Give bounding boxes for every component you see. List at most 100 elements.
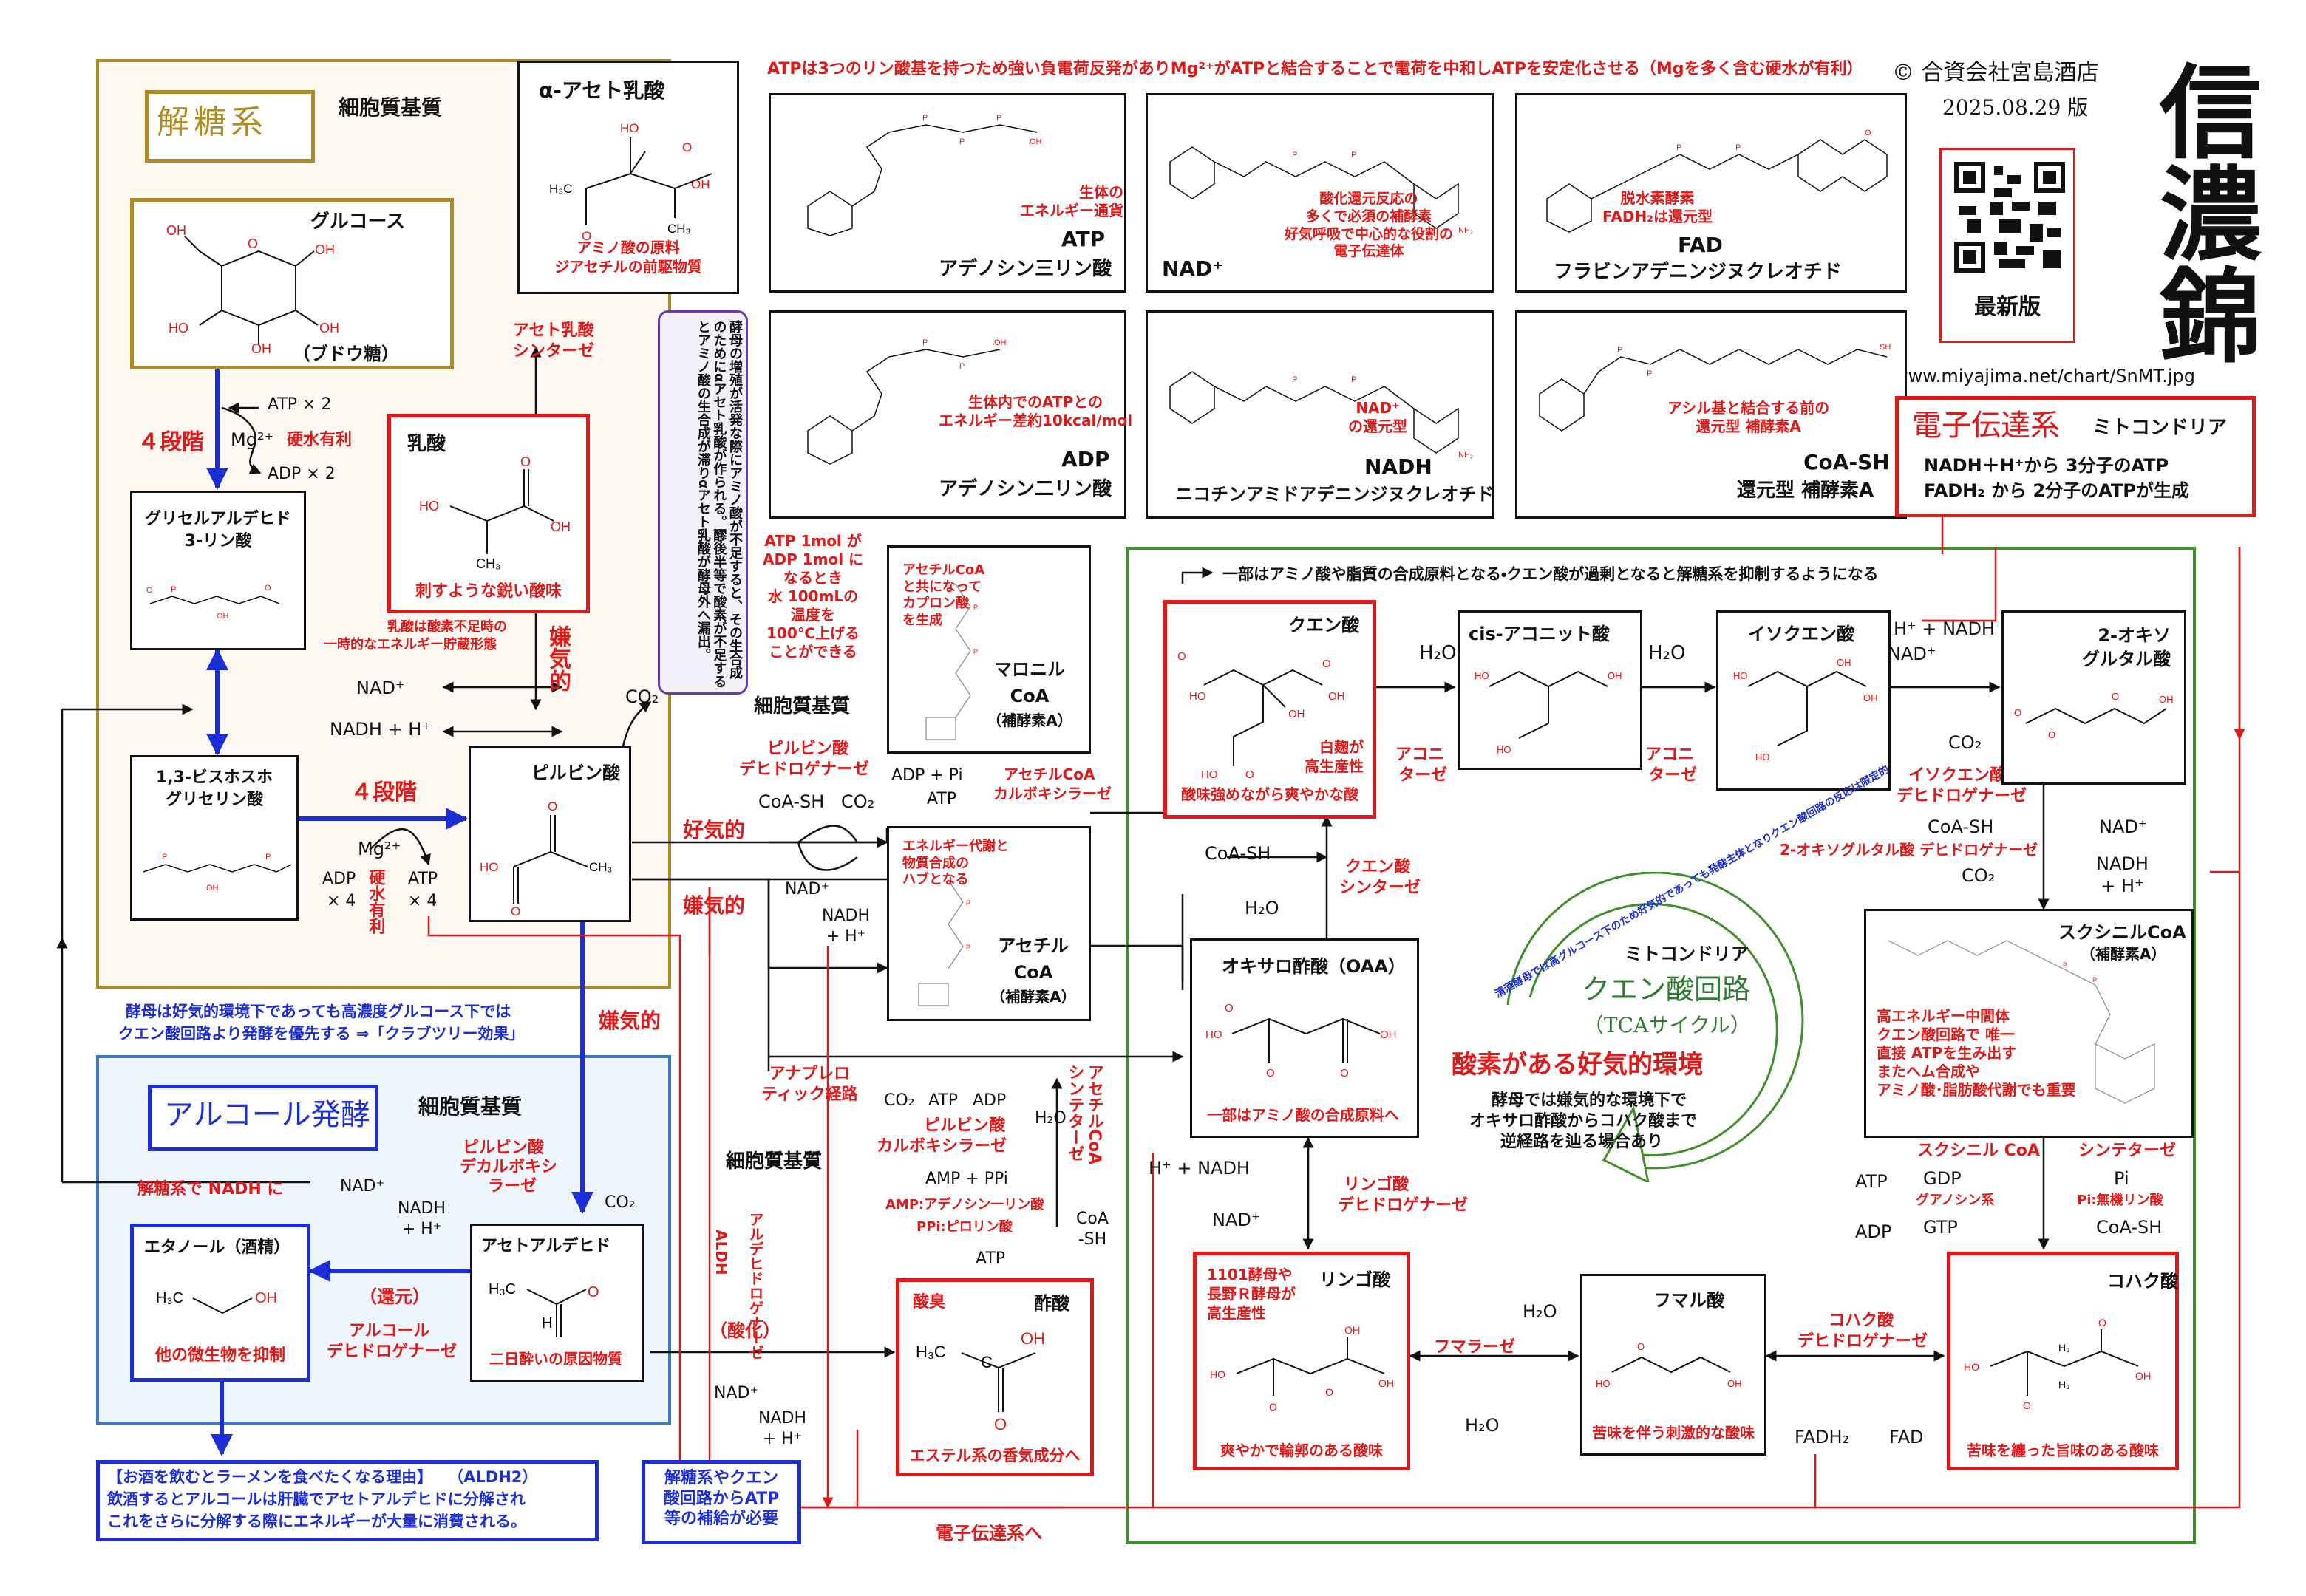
acetolactate-note-2: ジアセチルの前駆物質 [554,258,702,276]
svg-text:OH: OH [315,242,335,257]
citrate-label: クエン酸 [1288,615,1359,635]
gdp-label: GDP [1923,1168,1962,1189]
cs-label-1: クエン酸 [1345,858,1411,876]
h2o-acs: H₂O [1035,1109,1067,1128]
tca-top-note: 一部はアミノ酸や脂質の合成原料となる・クエン酸が過剰となると解糖系を抑制するよう… [1222,565,1879,583]
pdc-label-2: デカルボキシ [460,1158,558,1176]
succinyl-coa-structure: PP [1888,940,2155,1104]
svg-text:H₃C: H₃C [549,182,572,196]
tca-yeast-2: オキサロ酢酸からコハク酸まで [1469,1112,1698,1130]
malate-note-2: 長野Ｒ酵母が [1207,1285,1296,1303]
svg-text:O: O [2112,691,2119,702]
coa-name: CoA-SH [1803,450,1890,474]
h2o-aconitase: H₂O [1419,642,1457,664]
svg-text:H₃C: H₃C [916,1343,946,1361]
alcohol-title: アルコール発酵 [164,1098,370,1132]
mdh-label-2: デヒドロゲナーゼ [1338,1196,1469,1215]
cytosol-label-mid2: 細胞質基質 [726,1150,823,1173]
etc-sub: ミトコンドリア [2092,417,2228,439]
svg-text:OH: OH [319,321,339,335]
chart-url[interactable]: www.miyajima.net/chart/SnMT.jpg [1894,366,2195,386]
tca-sub: （TCAサイクル） [1583,1013,1751,1037]
nadh-glycolysis: NADH + H⁺ [330,719,431,740]
nadh-ferment: NADH + H⁺ [398,1199,446,1238]
svg-text:P: P [162,853,167,862]
svg-text:O: O [2048,729,2055,740]
citrate-note-3: 酸味強めながら爽やかな酸 [1181,785,1358,803]
acetolactate-synthase-2: シンターゼ [513,342,595,361]
pi-note: Pi:無機リン酸 [2077,1193,2163,1208]
lactic-acid-note: 刺すような鋭い酸味 [415,582,562,601]
acc-label-2: カルボキシラーゼ [993,785,1112,802]
svg-text:OH: OH [166,223,186,238]
cs-label-2: シンターゼ [1339,879,1421,897]
acetyl-label: アセチル [998,935,1069,956]
svg-text:OH: OH [1727,1378,1742,1389]
crabtree-line-1: 酵母は好気的環境下であっても高濃度グルコース下では [126,1003,511,1020]
adp-scs: ADP [1855,1221,1892,1242]
svg-text:O: O [2098,1317,2106,1329]
svg-text:OH: OH [1837,657,1851,668]
svg-text:OH: OH [255,1290,277,1306]
aconitase-2a: アコニ [1645,746,1695,764]
glucose-label: グルコース [310,211,406,233]
svg-text:NH₂: NH₂ [1458,451,1473,460]
svg-text:H: H [542,1315,552,1331]
ramen-note-box: 【お酒を飲むとラーメンを食べたくなる理由】 （ALDH2） 飲酒するとアルコール… [96,1460,599,1541]
brand-logo: 信濃錦 [2141,59,2262,365]
ndk-label: グアノシン系 [1916,1193,1995,1208]
svg-text:OH: OH [1863,692,1878,703]
pdc-label-1: ピルビン酸 [463,1139,545,1157]
qr-code[interactable]: 最新版 [1939,148,2075,343]
ethanol-structure: H₃C OH [156,1290,277,1314]
atp-energy-note: ATP 1mol が ADP 1mol に なるとき 水 100mLの 温度を … [763,532,864,661]
svg-text:H₃C: H₃C [156,1290,183,1306]
svg-text:OH: OH [994,338,1007,347]
to-nadh-label: 解糖系で NADH に [137,1180,284,1198]
bpg-label-2: グリセリン酸 [165,791,263,809]
atp-label-mid: ATP [927,790,957,808]
svg-text:OH: OH [1030,137,1042,146]
atp-supply-note: 解糖系やクエン 酸回路からATP 等の補給が必要 [663,1469,780,1528]
svg-text:C: C [981,1353,993,1371]
svg-text:HO: HO [1205,1029,1222,1041]
nadh-mid: NADH + H⁺ [822,907,870,946]
adp-pi-label: ADP + Pi [891,766,963,785]
citrate-note-2: 高生産性 [1305,757,1364,775]
aconitase-2b: ターゼ [1648,766,1698,785]
h-nadh-idh: H⁺ + NADH [1894,618,1995,639]
tca-region [1126,547,2196,1544]
svg-text:O: O [1245,768,1254,781]
malate-note-1: 1101酵母や [1207,1266,1293,1283]
adp-x2: ADP × 2 [268,465,336,483]
svg-text:O: O [994,1415,1007,1433]
svg-text:O: O [248,236,258,251]
adp-name: ADP [1061,447,1110,471]
succinate-note: 苦味を纏った旨味のある酸味 [1967,1442,2159,1459]
adp-fullname: アデノシン二リン酸 [939,478,1112,500]
co2-pyruvate: CO₂ [625,686,659,707]
fumarase-label: フマラーゼ [1434,1338,1516,1357]
h-nadh-mdh: H⁺ + NADH [1149,1158,1250,1179]
nad-ogdh: NAD⁺ [2099,816,2148,837]
svg-text:O: O [265,584,271,593]
fad-label: FAD [1889,1427,1924,1447]
hard-water-vertical: 硬水有利 [366,869,385,934]
lactic-reserve-2: 一時的なエネルギー貯蔵形態 [324,637,497,652]
tca-mito-label: ミトコンドリア [1625,944,1749,964]
